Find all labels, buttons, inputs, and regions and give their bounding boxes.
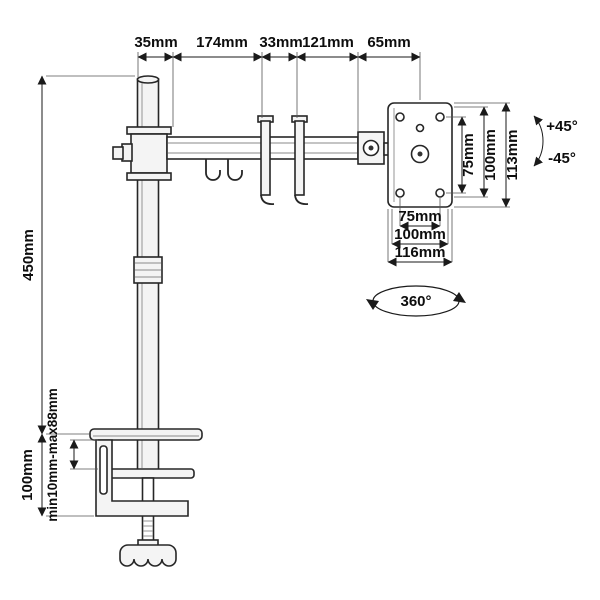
dim-desk-thickness-label: min10mm-max88mm	[45, 388, 60, 522]
dim-vesa-h100-label: 100mm	[394, 226, 446, 243]
desk-clamp	[89, 428, 203, 567]
swivel-label: 360°	[400, 293, 431, 310]
dim-plate-height-label: 113mm	[504, 130, 521, 181]
dim-arm-front-label: 174mm	[196, 34, 248, 51]
rotation-annotation: 360°	[366, 285, 466, 317]
left-dimensions: 450mm 100mm min10mm-max88mm	[19, 75, 135, 522]
rotation-arrow-left	[366, 299, 379, 310]
dim-head-offset-label: 65mm	[367, 34, 410, 51]
tilt-down-label: -45°	[548, 150, 576, 167]
tilt-up-label: +45°	[546, 118, 577, 135]
dim-vesa-v100-label: 100mm	[482, 129, 499, 181]
arm-assembly	[112, 115, 391, 205]
vesa-horizontal-dimensions: 75mm 100mm 116mm	[387, 198, 453, 267]
dim-pole-width-label: 35mm	[134, 34, 177, 51]
vesa-hole-bottom-left	[395, 188, 405, 198]
tilt-annotation: +45° -45°	[533, 115, 578, 167]
cable-hooks	[205, 159, 243, 181]
pole-top-cap	[136, 75, 160, 84]
vesa-hole-top-left	[395, 112, 405, 122]
arm-clip-clamps	[257, 115, 309, 205]
vesa-hole-top-right	[435, 112, 445, 122]
clamp-knob	[119, 544, 177, 567]
tilt-hinge	[357, 131, 391, 165]
top-dimensions: 35mm 174mm 33mm 121mm 65mm	[134, 34, 421, 131]
dim-joint-label: 33mm	[259, 34, 302, 51]
bracket-slot	[99, 445, 108, 495]
pole-height-collar	[133, 256, 163, 284]
desk-top-plate	[89, 428, 203, 441]
vesa-hole-bottom-right	[435, 188, 445, 198]
dim-pole-height-label: 450mm	[20, 229, 37, 281]
vesa-vertical-dimensions: 75mm 100mm 113mm	[446, 102, 521, 208]
vesa-plate	[387, 102, 453, 208]
arm-collar	[112, 126, 172, 181]
dim-clamp-section-label: 100mm	[19, 449, 36, 501]
dim-arm-rear-label: 121mm	[302, 34, 354, 51]
dim-vesa-v75-label: 75mm	[460, 133, 477, 176]
dim-plate-width-label: 116mm	[395, 244, 446, 261]
dim-vesa-h75-label: 75mm	[398, 208, 441, 225]
rotation-arrow-right	[453, 292, 466, 303]
vesa-small-hole	[415, 123, 425, 133]
